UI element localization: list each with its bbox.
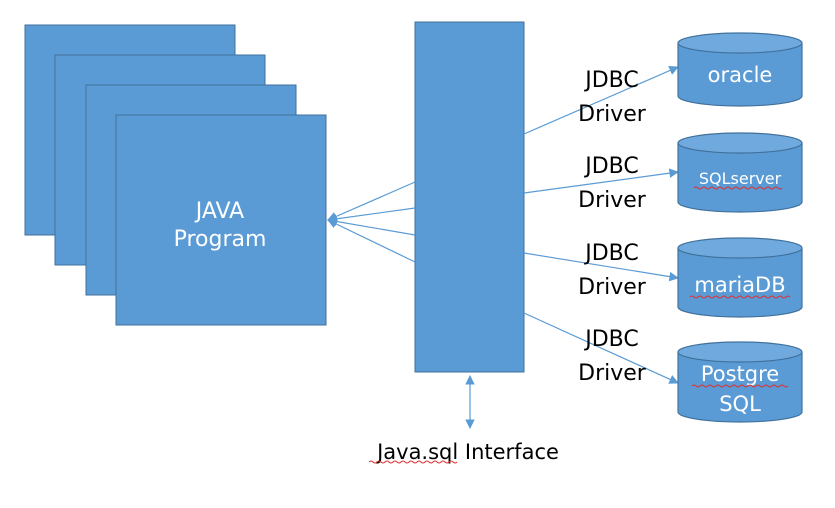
driver-label-3-line1: JDBC [583, 241, 639, 266]
connector-to-program-3 [327, 216, 416, 236]
driver-label-4-line1: JDBC [583, 327, 639, 352]
database-mariadb: mariaDB [677, 237, 803, 318]
database-label-postgresql-line1: Postgre [701, 362, 779, 386]
interface-label-squiggle [368, 460, 458, 464]
driver-label-1-line2: Driver [578, 102, 647, 127]
database-oracle: oracle [677, 32, 803, 107]
interface-bar [414, 21, 525, 373]
driver-label-2-line1: JDBC [583, 154, 639, 179]
database-label-postgresql-line2: SQL [719, 392, 761, 416]
database-label-postgresql-squiggle [691, 384, 789, 388]
driver-connector-postgresql [523, 312, 679, 384]
program-label-line2: Program [174, 227, 267, 252]
driver-connector-oracle [523, 66, 679, 135]
database-sqlserver: SQLserver [677, 132, 803, 213]
program-box [115, 114, 327, 326]
connector-to-program-1 [327, 181, 416, 221]
database-label-oracle: oracle [708, 63, 773, 87]
driver-label-2-line2: Driver [578, 188, 647, 213]
database-label-mariadb: mariaDB [694, 273, 785, 297]
driver-label-1-line1: JDBC [583, 68, 639, 93]
database-label-sqlserver-squiggle [693, 186, 783, 190]
interface-label: Java.sql Interface [375, 440, 559, 464]
program-label-line1: JAVA [194, 199, 244, 224]
connector-to-program-4 [327, 219, 416, 263]
database-label-mariadb-squiggle [689, 295, 791, 299]
driver-label-3-line2: Driver [578, 275, 647, 300]
driver-connector-mariadb [523, 252, 679, 282]
database-postgresql: Postgre SQL [677, 341, 803, 423]
database-label-sqlserver: SQLserver [699, 169, 782, 188]
connector-to-program-2 [327, 207, 416, 224]
driver-connector-sqlserver [523, 168, 679, 194]
driver-label-4-line2: Driver [578, 361, 647, 386]
